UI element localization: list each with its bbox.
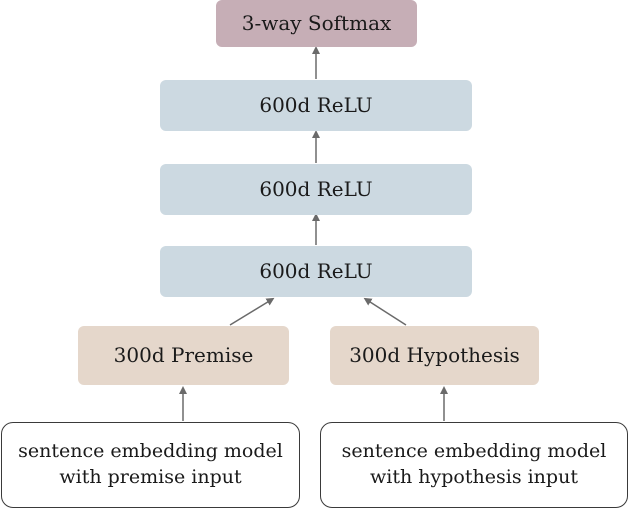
- relu-layer-middle: 600d ReLU: [160, 164, 472, 215]
- arrow-premise-to-relu3: [229, 297, 275, 326]
- hypothesis-model-line1: sentence embedding model: [341, 440, 607, 463]
- premise-model-box: sentence embedding model with premise in…: [1, 422, 300, 508]
- premise-model-line2: with premise input: [59, 466, 242, 488]
- arrow-hypothesis-to-relu3: [363, 297, 407, 326]
- relu-layer-bottom: 600d ReLU: [160, 246, 472, 297]
- relu-layer-middle-label: 600d ReLU: [259, 177, 373, 201]
- hypothesis-model-line2: with hypothesis input: [370, 466, 578, 488]
- premise-embedding-label: 300d Premise: [113, 343, 254, 367]
- hypothesis-model-box: sentence embedding model with hypothesis…: [320, 422, 628, 508]
- relu-layer-bottom-label: 600d ReLU: [259, 259, 373, 283]
- hypothesis-embedding-label: 300d Hypothesis: [349, 343, 520, 367]
- softmax-box: 3-way Softmax: [216, 0, 417, 47]
- relu-layer-top: 600d ReLU: [160, 80, 472, 131]
- hypothesis-embedding-box: 300d Hypothesis: [330, 326, 539, 385]
- relu-layer-top-label: 600d ReLU: [259, 93, 373, 117]
- premise-embedding-box: 300d Premise: [78, 326, 289, 385]
- premise-model-line1: sentence embedding model: [18, 440, 283, 463]
- softmax-label: 3-way Softmax: [241, 11, 392, 35]
